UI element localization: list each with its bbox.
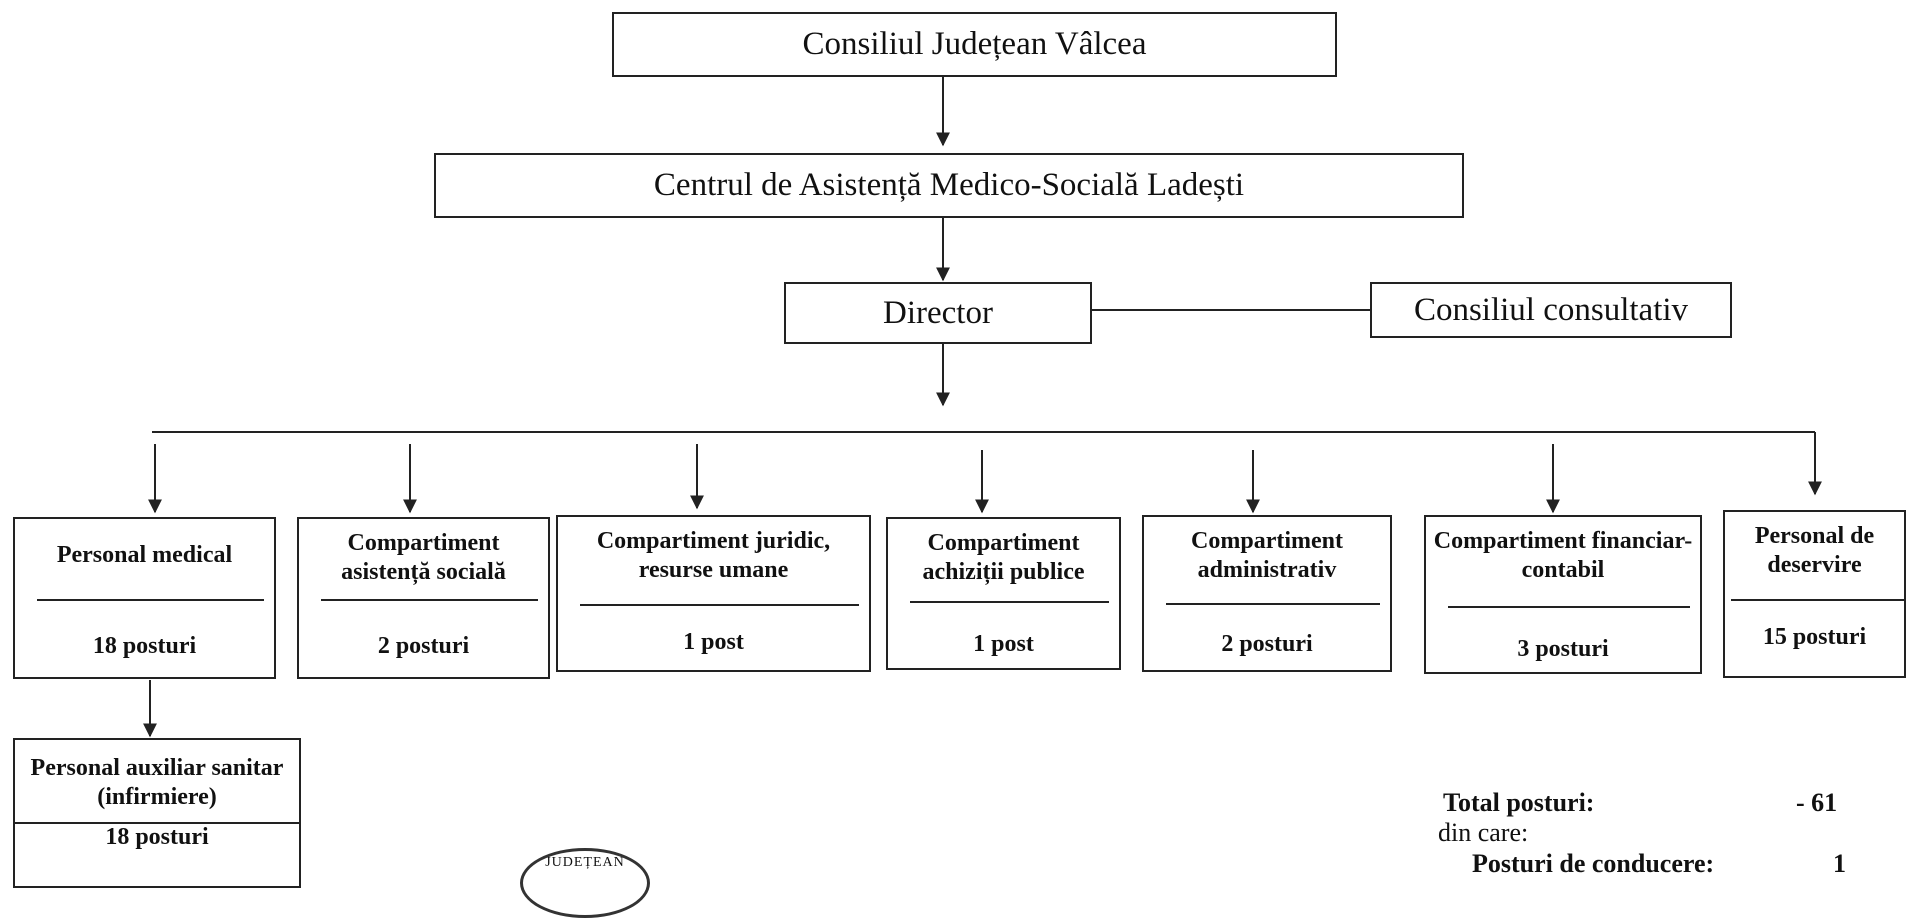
org-chart: Consiliul Județean Vâlcea Centrul de Asi… (13, 12, 1906, 918)
department-count: 3 posturi (1517, 636, 1609, 662)
department-box-finance: Compartiment financiar-contabil 3 postur… (1424, 515, 1702, 674)
department-count: 2 posturi (1221, 631, 1313, 657)
director-node: Director (784, 282, 1092, 344)
department-name: Compartiment juridic, resurse umane (596, 528, 831, 583)
department-box-service: Personal de deservire 15 posturi (1723, 510, 1906, 678)
department-name: Personal medical (56, 542, 233, 568)
department-count: 18 posturi (92, 633, 197, 659)
department-box-procurement: Compartiment achiziții publice 1 post (886, 517, 1121, 670)
department-count: 15 posturi (1762, 624, 1867, 650)
total-label: Total posturi: (1443, 788, 1595, 817)
department-box-administrative: Compartiment administrativ 2 posturi (1142, 515, 1392, 672)
department-box-legal-hr: Compartiment juridic, resurse umane 1 po… (556, 515, 871, 672)
director-label: Director (883, 294, 993, 331)
of-which-label: din care: (1438, 818, 1529, 847)
department-name: Compartiment financiar-contabil (1433, 528, 1693, 583)
department-box-medical: Personal medical 18 posturi (13, 517, 276, 679)
leadership-label: Posturi de conducere: (1472, 849, 1715, 878)
center-label: Centrul de Asistență Medico-Socială Lade… (653, 167, 1245, 203)
department-divider (910, 601, 1109, 603)
center-node: Centrul de Asistență Medico-Socială Lade… (434, 153, 1464, 218)
stamp-seal: JUDEȚEAN (520, 848, 650, 918)
staff-summary: Total posturi: - 61 din care: Posturi de… (1438, 788, 1878, 878)
department-name: Compartiment administrativ (1191, 528, 1343, 583)
department-name: Compartiment asistență socială (341, 530, 506, 585)
advisory-label: Consiliul consultativ (1413, 291, 1689, 328)
department-divider (1448, 606, 1690, 608)
department-divider (321, 599, 538, 601)
department-divider (1166, 603, 1380, 605)
department-divider (580, 604, 859, 606)
department-name: Compartiment achiziții publice (922, 530, 1085, 585)
seal-text: JUDEȚEAN (545, 855, 625, 870)
auxiliary-divider (15, 822, 299, 824)
auxiliary-count: 18 posturi (105, 824, 209, 850)
auxiliary-box: Personal auxiliar sanitar (infirmiere) 1… (13, 738, 301, 888)
department-box-social: Compartiment asistență socială 2 posturi (297, 517, 550, 679)
council-label: Consiliul Județean Vâlcea (802, 26, 1147, 62)
auxiliary-name: Personal auxiliar sanitar (infirmiere) (30, 755, 284, 810)
department-name: Personal de deservire (1754, 523, 1875, 578)
department-count: 1 post (973, 631, 1034, 657)
department-divider (1731, 599, 1904, 601)
department-count: 1 post (683, 629, 744, 655)
department-count: 2 posturi (377, 633, 470, 659)
advisory-node: Consiliul consultativ (1370, 282, 1732, 338)
council-node: Consiliul Județean Vâlcea (612, 12, 1337, 77)
leadership-value: 1 (1833, 849, 1846, 878)
total-value: - 61 (1796, 788, 1838, 817)
department-divider (37, 599, 264, 601)
